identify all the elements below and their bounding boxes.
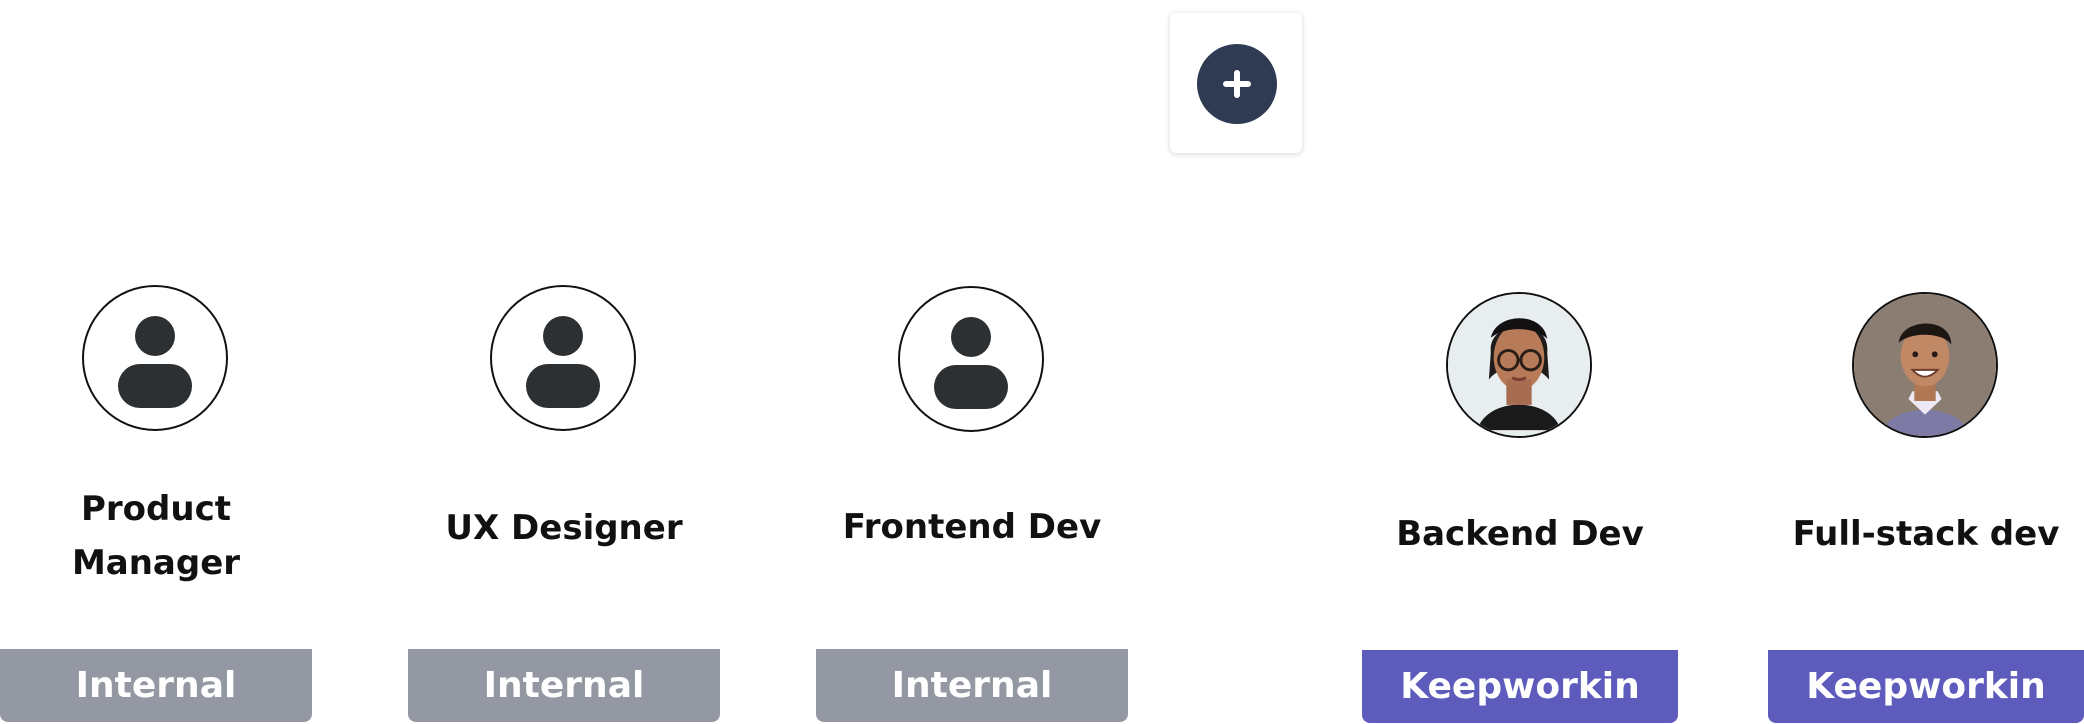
role-title: Product Manager <box>71 489 241 583</box>
photo-man-smiling <box>1854 294 1996 436</box>
add-role-card <box>1170 13 1302 153</box>
avatar-photo <box>1446 292 1592 438</box>
role-title: Full-stack dev <box>1792 514 2060 554</box>
avatar-photo <box>1852 292 1998 438</box>
role-title: UX Designer <box>445 508 683 548</box>
role-card-ux-designer[interactable]: UX Designer Internal <box>408 0 720 724</box>
photo-woman-glasses <box>1448 294 1590 436</box>
add-role-button[interactable] <box>1197 44 1277 124</box>
person-icon <box>118 316 192 408</box>
role-card-backend-dev[interactable]: Backend Dev Keepworkin <box>1362 0 1678 724</box>
avatar <box>82 285 228 431</box>
person-icon <box>526 316 600 408</box>
status-badge: Internal <box>0 649 312 722</box>
role-title: Backend Dev <box>1396 514 1644 554</box>
role-card-full-stack-dev[interactable]: Full-stack dev Keepworkin <box>1768 0 2084 724</box>
plus-icon <box>1223 70 1251 98</box>
avatar <box>898 286 1044 432</box>
role-card-frontend-dev[interactable]: Frontend Dev Internal <box>816 0 1128 724</box>
person-icon <box>934 317 1008 409</box>
status-badge: Keepworkin <box>1362 650 1678 723</box>
role-card-product-manager[interactable]: Product Manager Internal <box>0 0 312 724</box>
role-title: Frontend Dev <box>842 507 1102 547</box>
avatar <box>490 285 636 431</box>
status-badge: Keepworkin <box>1768 650 2084 723</box>
status-badge: Internal <box>816 649 1128 722</box>
status-badge: Internal <box>408 649 720 722</box>
